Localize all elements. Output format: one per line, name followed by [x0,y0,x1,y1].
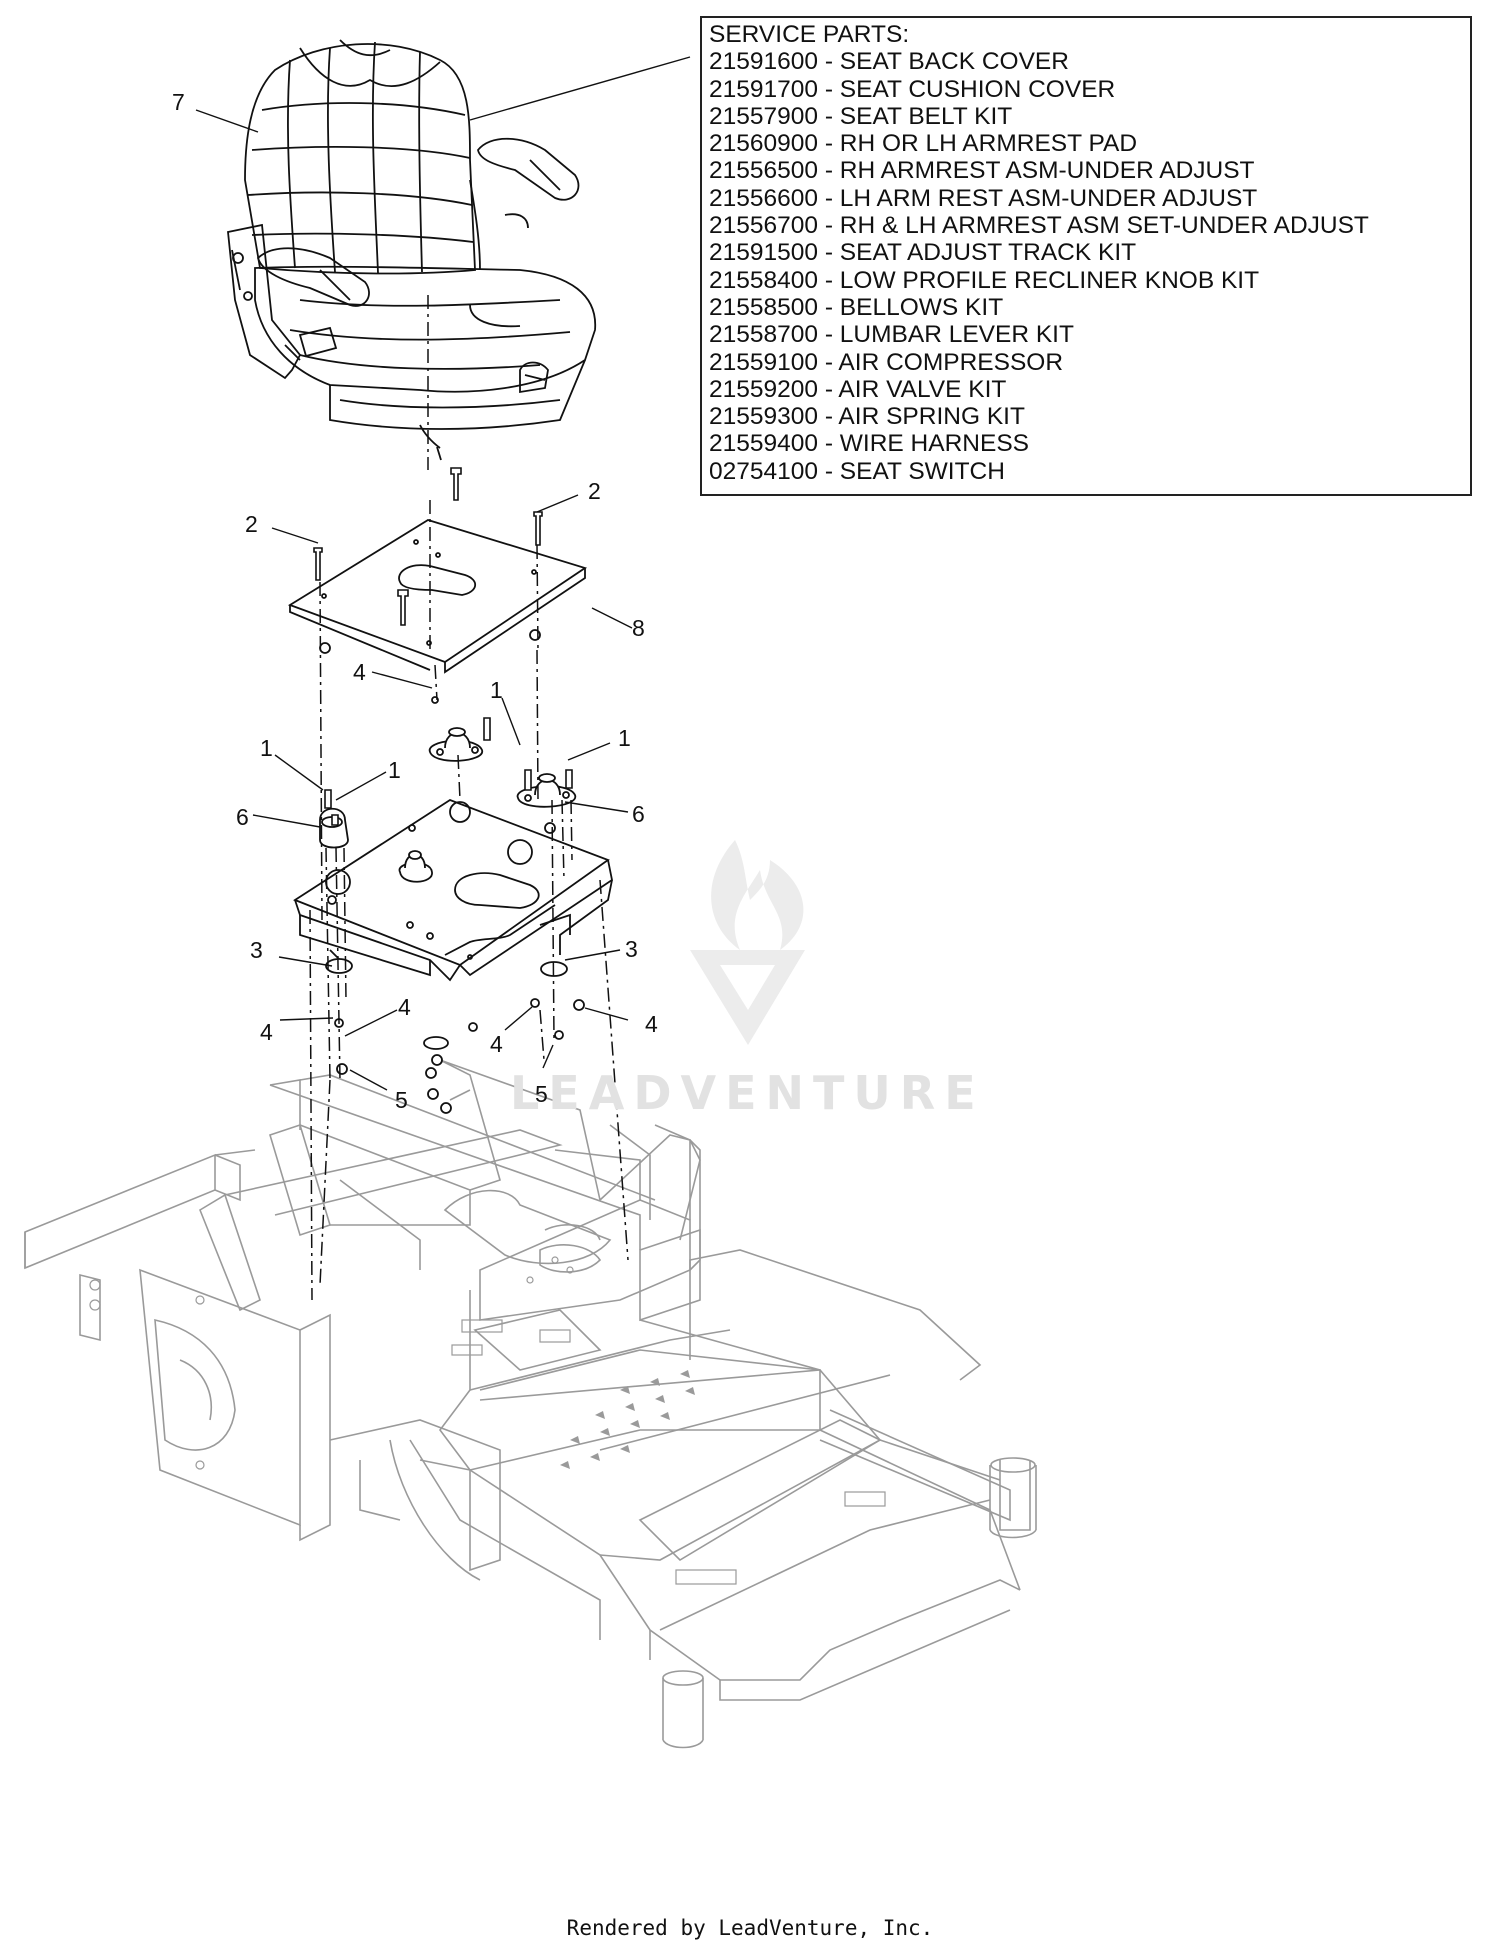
service-part-item: 21591500 - SEAT ADJUST TRACK KIT [709,239,1137,267]
callout-5-left: 5 [395,1087,408,1113]
watermark-text: LEADVENTURE [510,1066,985,1120]
seat-assembly [227,39,596,461]
callout-1-left-a: 1 [260,735,273,761]
callout-4-top: 4 [353,659,366,685]
callout-labels: 7 2 2 8 4 1 1 1 1 6 6 3 3 4 4 4 4 5 5 [172,89,658,1113]
callout-1-left-b: 1 [388,757,401,783]
service-parts-box: SERVICE PARTS: 21591600 - SEAT BACK COVE… [700,16,1472,496]
callout-5-right: 5 [535,1081,548,1107]
service-part-item: 21558400 - LOW PROFILE RECLINER KNOB KIT [709,266,1260,294]
service-part-item: 21556600 - LH ARM REST ASM-UNDER ADJUST [709,184,1258,212]
callout-1-right: 1 [618,725,631,751]
callout-6-left: 6 [236,804,249,830]
assembly-lines [309,295,629,1301]
service-part-item: 21559200 - AIR VALVE KIT [709,375,1007,403]
service-part-item: 21559400 - WIRE HARNESS [709,430,1029,458]
service-part-item: 02754100 - SEAT SWITCH [709,457,1005,485]
footer-credit: Rendered by LeadVenture, Inc. [566,1916,934,1940]
callout-2-right: 2 [588,478,601,504]
callout-8: 8 [632,615,645,641]
callout-3-left: 3 [250,937,263,963]
bolts [313,467,573,826]
footplate-triangles [560,1370,695,1469]
seat-mount-bracket [293,798,614,982]
service-part-item: 21560900 - RH OR LH ARMREST PAD [709,130,1138,158]
service-parts-title: SERVICE PARTS: [709,21,910,48]
service-part-item: 21559100 - AIR COMPRESSOR [709,348,1064,376]
callout-4-left: 4 [260,1019,273,1045]
service-part-item: 21556700 - RH & LH ARMREST ASM SET-UNDER… [709,212,1369,240]
service-part-item: 21556500 - RH ARMREST ASM-UNDER ADJUST [709,157,1255,185]
isolator-mounts [319,629,585,1114]
service-part-item: 21591700 - SEAT CUSHION COVER [709,75,1116,103]
service-part-item: 21558700 - LUMBAR LEVER KIT [709,321,1074,349]
service-part-item: 21558500 - BELLOWS KIT [709,293,1004,321]
callout-4-mid: 4 [398,994,411,1020]
seat-plate [287,519,588,674]
chassis-holes [89,1256,886,1585]
callout-7: 7 [172,89,185,115]
chassis-frame [24,1059,1037,1749]
callout-4-right: 4 [645,1011,658,1037]
watermark-logo [690,840,805,1045]
leader-lines [195,56,691,1091]
callout-6-right: 6 [632,801,645,827]
service-part-item: 21591600 - SEAT BACK COVER [709,48,1069,76]
callout-3-right: 3 [625,936,638,962]
service-parts-list: 21591600 - SEAT BACK COVER 21591700 - SE… [709,48,1464,485]
callout-1-center: 1 [490,677,503,703]
service-part-item: 21559300 - AIR SPRING KIT [709,403,1025,431]
callout-4-center: 4 [490,1031,503,1057]
service-part-item: 21557900 - SEAT BELT KIT [709,102,1013,130]
callout-2-left: 2 [245,511,258,537]
